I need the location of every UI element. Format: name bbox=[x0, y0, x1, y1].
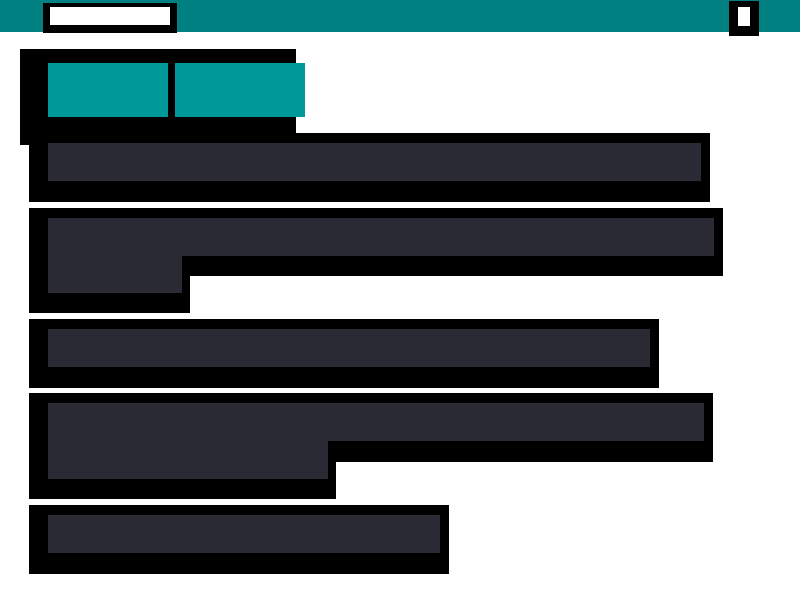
toolbar-button-1[interactable] bbox=[48, 63, 168, 117]
list-item-text bbox=[48, 403, 704, 441]
list-item-text bbox=[48, 329, 650, 367]
toolbar bbox=[20, 49, 305, 145]
list-item-text bbox=[48, 515, 440, 553]
list-item-text bbox=[48, 218, 714, 256]
title-text bbox=[50, 7, 170, 25]
square-icon bbox=[738, 7, 750, 26]
title-field[interactable] bbox=[43, 3, 177, 33]
menu-button[interactable] bbox=[729, 1, 759, 36]
toolbar-button-2[interactable] bbox=[175, 63, 305, 117]
list-item-text bbox=[48, 441, 328, 479]
list-item-text bbox=[48, 255, 182, 293]
list-item-text bbox=[48, 143, 701, 181]
